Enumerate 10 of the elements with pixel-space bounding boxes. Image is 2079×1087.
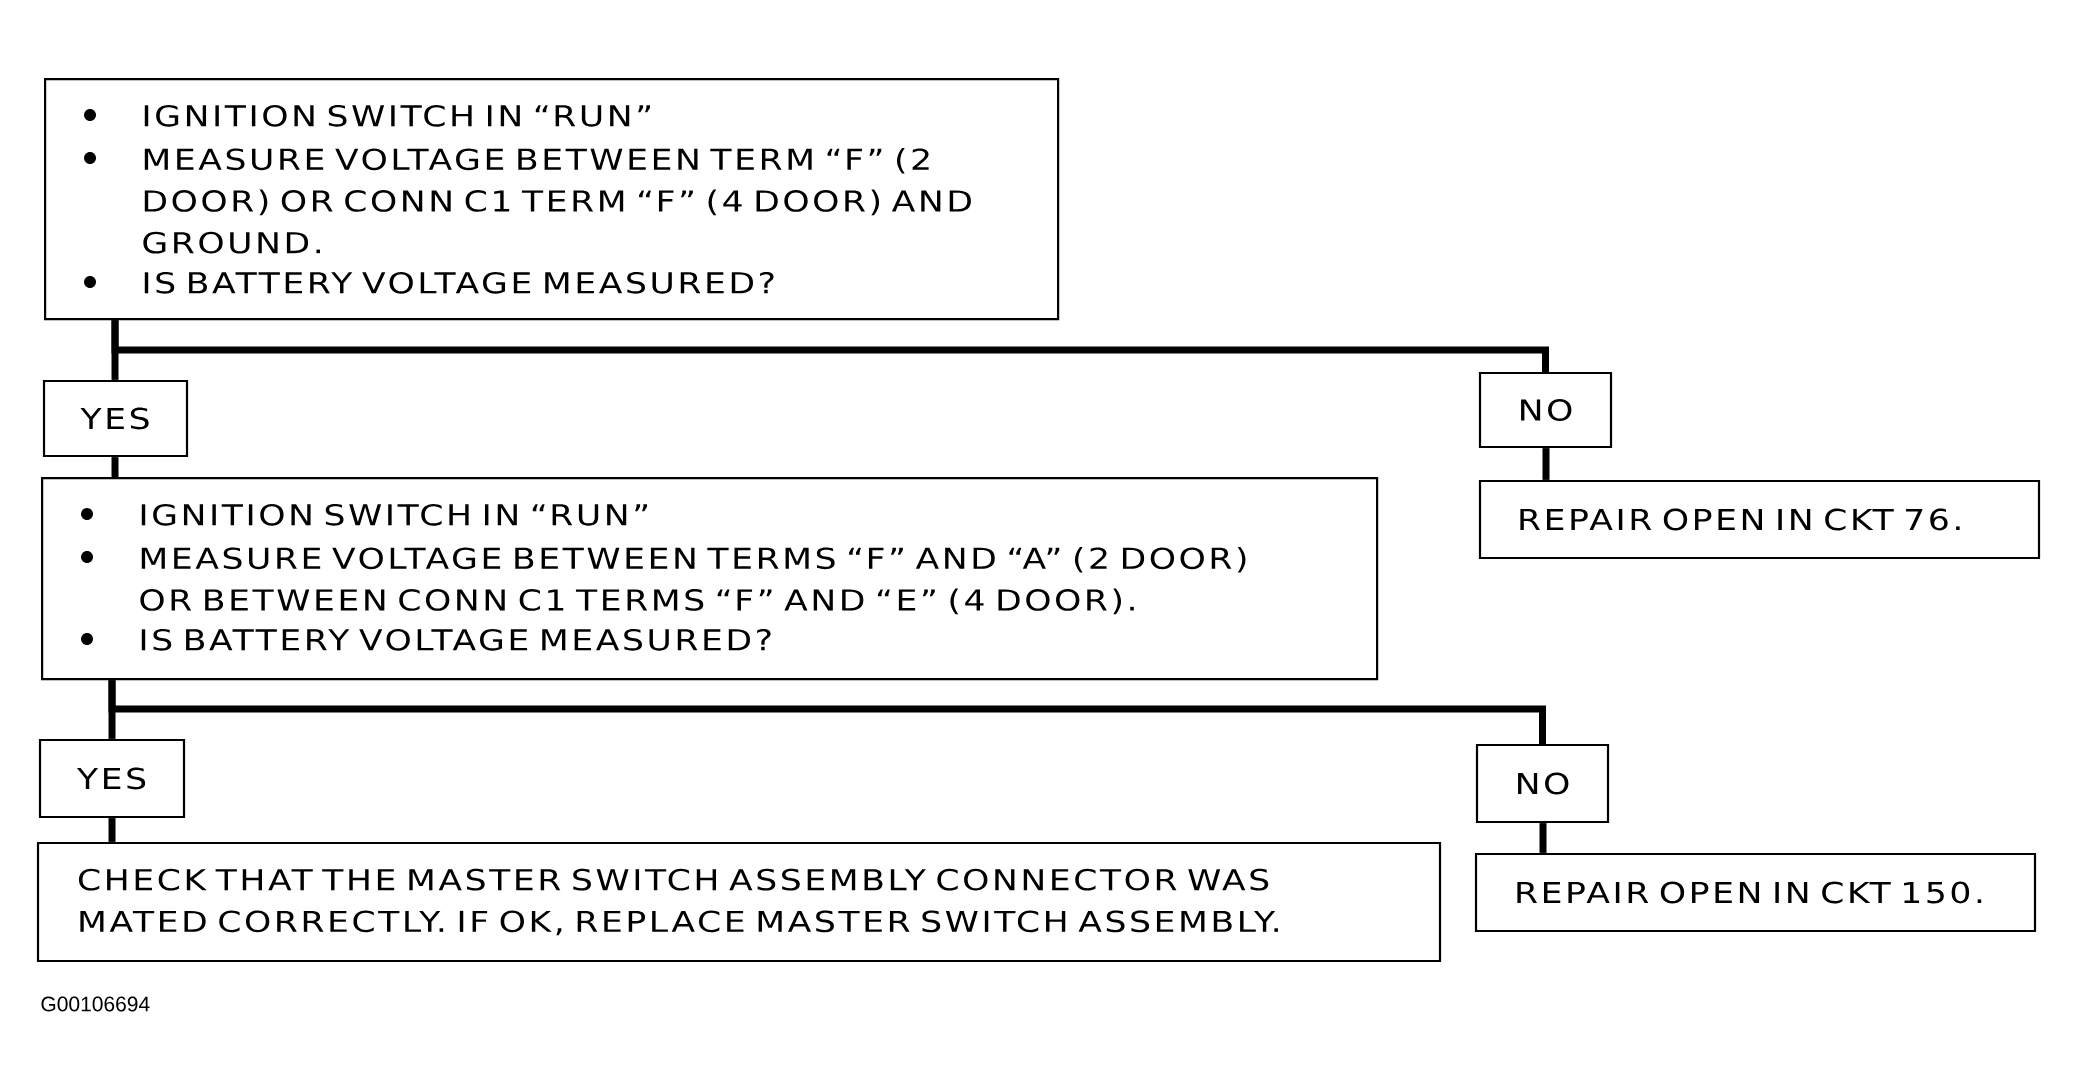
step-box: IGNITION SWITCH IN “RUN” MEASURE VOLTAGE BETWEEN TERM “F” (2 DOOR) OR CONN C1 TERM “F” (4 DOOR) AND GROUND. IS BATTERY VOLTAGE MEASURED? bbox=[44, 78, 1060, 321]
step-box: IGNITION SWITCH IN “RUN” MEASURE VOLTAGE BETWEEN TERMS “F” AND “A” (2 DOOR) OR BETWEEN CONN C1 TERMS “F” AND “E” (4 DOOR). IS BATTERY VOLTAGE MEASURED? bbox=[41, 477, 1379, 681]
branch-box: NO bbox=[1478, 371, 1613, 449]
branch-box: YES bbox=[38, 738, 186, 819]
action-box: REPAIR OPEN IN CKT 150. bbox=[1474, 852, 2037, 933]
action-box: CHECK THAT THE MASTER SWITCH ASSEMBLY CONNECTOR WAS MATED CORRECTLY. IF OK, REPLACE MASTER SWITCH ASSEMBLY. bbox=[36, 841, 1442, 963]
branch-box: YES bbox=[42, 379, 189, 458]
figure-id: G00106694 bbox=[41, 996, 150, 1012]
branch-box: NO bbox=[1475, 743, 1610, 824]
action-box: REPAIR OPEN IN CKT 76. bbox=[1478, 479, 2041, 560]
